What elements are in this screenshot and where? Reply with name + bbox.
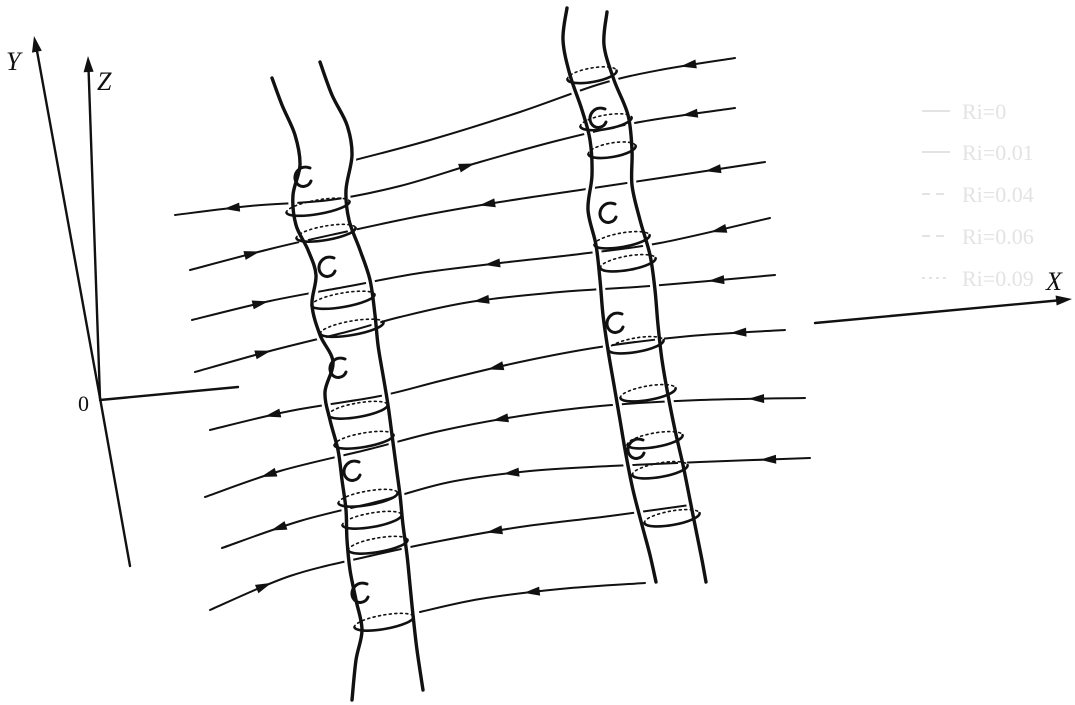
y-axis-label: Y xyxy=(6,47,23,76)
flow-line-9 xyxy=(210,505,690,610)
coordinate-axes: Y Z X 0 xyxy=(6,36,1072,566)
flow-line-5 xyxy=(195,275,775,372)
flow-arrowhead xyxy=(243,247,261,260)
flow-arrowhead xyxy=(730,328,746,338)
ghost-legend-label-1: Ri=0 xyxy=(962,99,1006,124)
vortex-curl xyxy=(319,257,335,276)
vortex-curl xyxy=(600,203,616,222)
flow-arrowhead xyxy=(264,409,282,421)
vortex-curl xyxy=(607,313,623,332)
bleed-through-legend: Ri=0 Ri=0.01 Ri=0.04 Ri=0.06 Ri=0.09 xyxy=(922,99,1034,291)
flow-line-4 xyxy=(192,218,770,320)
flow-line-3 xyxy=(190,162,765,270)
right-vortex-tube xyxy=(563,8,706,582)
vortex-tubes xyxy=(272,8,706,700)
flow-arrowhead xyxy=(254,346,272,359)
y-axis-lower-extension xyxy=(100,398,130,566)
helical-winding-visible-part xyxy=(342,515,402,532)
flow-arrowhead xyxy=(708,275,725,285)
z-axis-label: Z xyxy=(97,67,112,96)
ghost-legend-label-3: Ri=0.04 xyxy=(962,182,1034,207)
flow-line-10 xyxy=(420,583,645,612)
flow-arrowhead xyxy=(487,361,505,373)
flow-arrowhead xyxy=(492,413,509,425)
helical-winding xyxy=(333,428,395,452)
right-tube-left-edge xyxy=(563,8,656,582)
flow-arrowhead xyxy=(255,579,273,593)
vortex-curl xyxy=(344,461,360,480)
x-axis-label: X xyxy=(1045,267,1063,296)
flow-arrowhead xyxy=(710,224,728,236)
vortex-curl xyxy=(590,108,606,127)
flow-line-7 xyxy=(205,398,805,497)
origin-label: 0 xyxy=(78,391,89,416)
helical-winding-visible-part xyxy=(311,294,375,312)
ghost-legend-label-5: Ri=0.09 xyxy=(962,266,1034,291)
ghost-legend-label-4: Ri=0.06 xyxy=(962,224,1034,249)
y-axis-arrowhead xyxy=(32,36,42,53)
flow-arrowhead xyxy=(760,455,776,465)
ghost-legend-label-2: Ri=0.01 xyxy=(962,140,1034,165)
x-axis-arrowhead xyxy=(1056,296,1072,306)
flow-arrowhead xyxy=(252,297,270,309)
helical-winding xyxy=(295,221,357,245)
z-axis-arrowhead xyxy=(84,56,94,72)
helical-winding-visible-part xyxy=(328,405,388,422)
flow-lines xyxy=(175,58,810,612)
flow-arrowhead xyxy=(259,468,277,481)
x-axis-near-segment xyxy=(100,387,238,400)
flow-arrowhead xyxy=(269,521,287,535)
helical-winding xyxy=(327,398,389,422)
flow-arrowhead xyxy=(458,159,476,172)
left-vortex-tube xyxy=(272,62,423,700)
flow-line-2 xyxy=(175,108,735,215)
helical-winding-hidden-part xyxy=(310,288,374,306)
flow-arrowhead xyxy=(748,394,764,403)
x-axis-far-segment xyxy=(815,301,1057,324)
flow-arrowhead xyxy=(486,525,503,537)
